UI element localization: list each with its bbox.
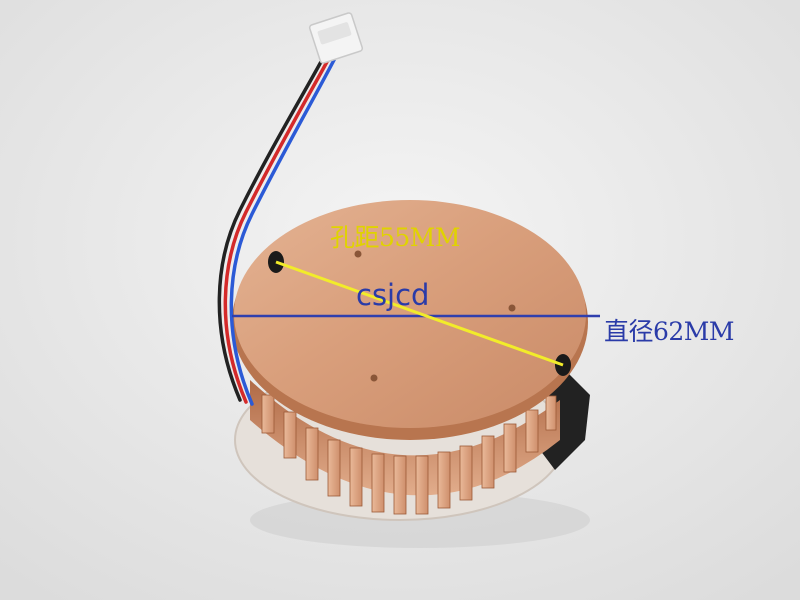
diameter-label: 直径62MM xyxy=(604,317,735,346)
heatsink-fins xyxy=(250,380,560,515)
fan-wires xyxy=(217,58,336,406)
mounting-holes xyxy=(354,250,516,382)
hole-spacing-line xyxy=(275,260,564,367)
watermark-label: csjcd xyxy=(356,278,430,312)
fan-connector xyxy=(308,12,364,64)
copper-plate xyxy=(234,200,586,428)
hole-spacing-label: 孔距55MM xyxy=(330,223,461,252)
